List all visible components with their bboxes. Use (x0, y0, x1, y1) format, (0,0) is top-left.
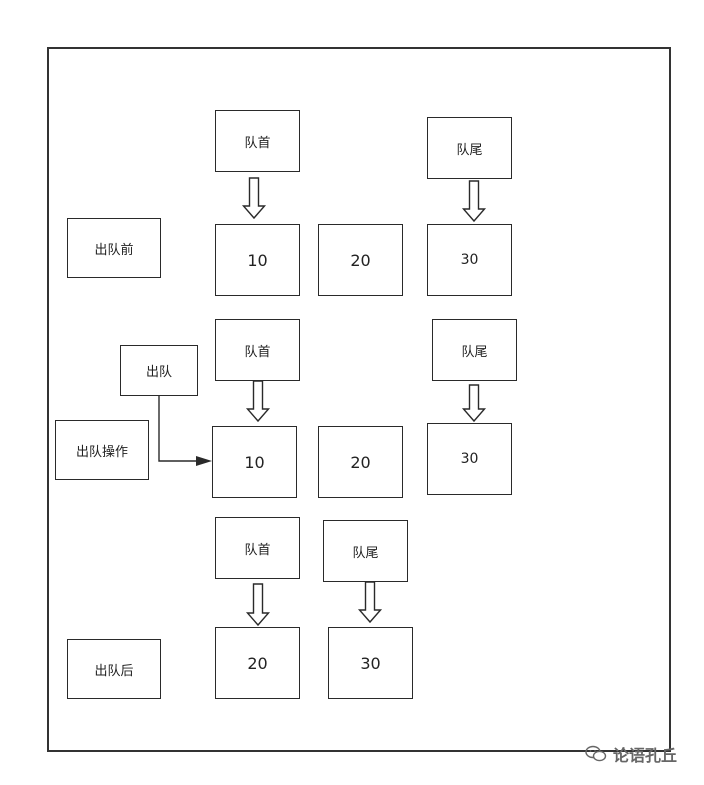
down-arrow-head-before (241, 177, 267, 220)
watermark: 论语孔丘 (585, 742, 677, 766)
down-arrow-head-operation (245, 380, 271, 423)
wechat-icon (585, 745, 607, 762)
dequeue-box: 出队 (120, 345, 198, 396)
node-operation-2: 20 (318, 426, 403, 498)
node-before-3: 30 (427, 224, 512, 296)
head-pointer-operation: 队首 (215, 319, 300, 381)
node-after-1: 20 (215, 627, 300, 699)
down-arrow-tail-operation (461, 384, 487, 423)
node-after-2: 30 (328, 627, 413, 699)
head-pointer-after: 队首 (215, 517, 300, 579)
node-before-1: 10 (215, 224, 300, 296)
head-pointer-before: 队首 (215, 110, 300, 172)
node-before-2: 20 (318, 224, 403, 296)
down-arrow-tail-before (461, 180, 487, 223)
tail-pointer-after: 队尾 (323, 520, 408, 582)
label-before: 出队前 (67, 218, 161, 278)
dequeue-connector (158, 396, 198, 462)
tail-pointer-operation: 队尾 (432, 319, 517, 381)
down-arrow-head-after (245, 583, 271, 627)
diagram-frame (47, 47, 671, 752)
node-operation-3: 30 (427, 423, 512, 495)
watermark-text: 论语孔丘 (613, 746, 678, 765)
down-arrow-tail-after (357, 581, 383, 624)
tail-pointer-before: 队尾 (427, 117, 512, 179)
node-operation-1: 10 (212, 426, 297, 498)
label-operation: 出队操作 (55, 420, 149, 480)
label-after: 出队后 (67, 639, 161, 699)
dequeue-arrowhead (196, 456, 212, 466)
